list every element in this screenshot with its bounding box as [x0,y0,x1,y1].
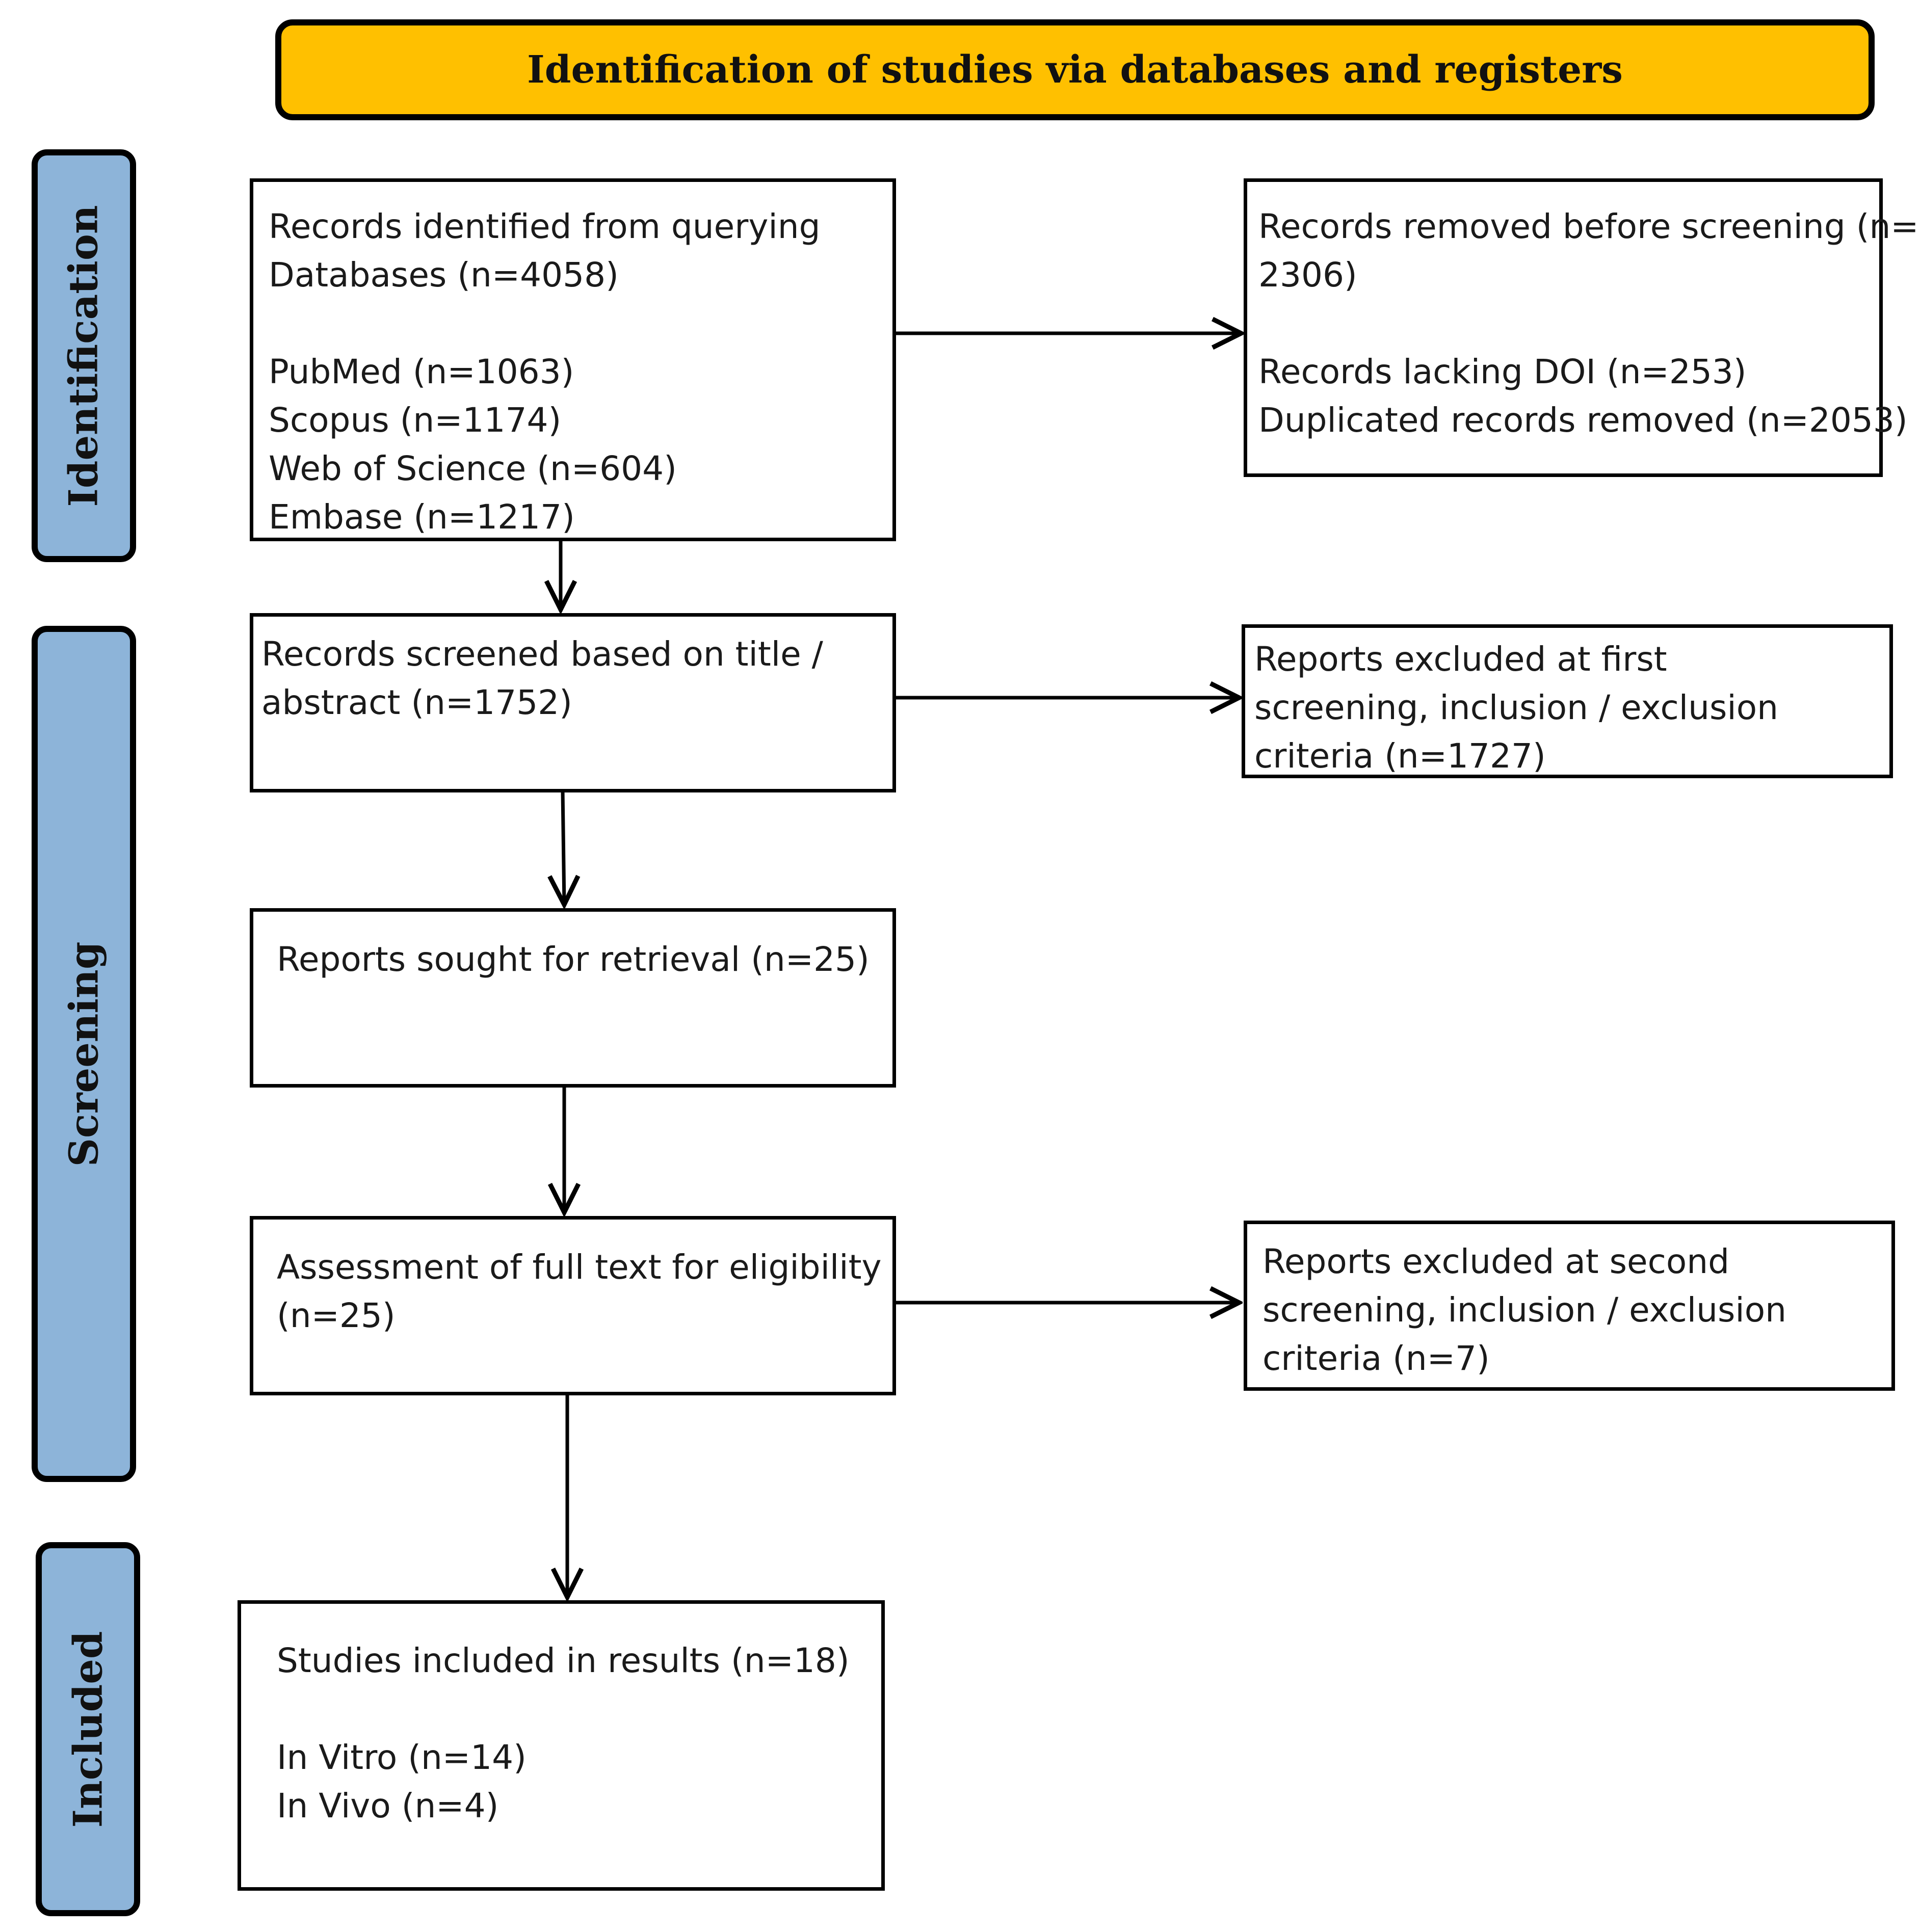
records-screened-line1: Records screened based on title / [261,634,823,674]
records-identified-line1: Records identified from querying [269,207,821,246]
phase-identification-label: Identification [61,204,108,507]
records-identified-line2: Databases (n=4058) [269,255,619,295]
records-removed-line2: 2306) [1258,255,1357,295]
box-full-text-assessment: Assessment of full text for eligibility … [250,1216,896,1395]
excluded-second-line2: screening, inclusion / exclusion [1263,1290,1786,1330]
studies-in-vivo: In Vivo (n=4) [277,1786,499,1825]
studies-included-line1: Studies included in results (n=18) [277,1641,850,1680]
full-text-assessment-line2: (n=25) [277,1296,396,1335]
excluded-first-line3: criteria (n=1727) [1254,736,1546,776]
box-records-screened: Records screened based on title / abstra… [250,613,896,792]
arrow-screened-to-sought [563,790,564,905]
excluded-first-line2: screening, inclusion / exclusion [1254,688,1778,727]
phase-included: Included [36,1542,140,1916]
source-embase: Embase (n=1217) [269,497,575,537]
records-lacking-doi: Records lacking DOI (n=253) [1258,352,1747,391]
box-studies-included: Studies included in results (n=18) In Vi… [238,1600,885,1891]
header-title: Identification of studies via databases … [527,48,1623,92]
records-removed-line1: Records removed before screening (n= [1258,207,1919,246]
duplicated-records-removed: Duplicated records removed (n=2053) [1258,401,1908,440]
phase-included-label: Included [65,1631,112,1828]
box-records-identified: Records identified from querying Databas… [250,178,896,541]
excluded-second-line3: criteria (n=7) [1263,1339,1490,1378]
box-excluded-first: Reports excluded at first screening, inc… [1242,624,1893,778]
sought-retrieval-line1: Reports sought for retrieval (n=25) [277,940,870,979]
excluded-first-line1: Reports excluded at first [1254,640,1667,679]
source-pubmed: PubMed (n=1063) [269,352,574,391]
box-sought-retrieval: Reports sought for retrieval (n=25) [250,908,896,1088]
source-web-of-science: Web of Science (n=604) [269,449,677,488]
excluded-second-line1: Reports excluded at second [1263,1242,1730,1281]
header-banner: Identification of studies via databases … [275,19,1875,120]
studies-in-vitro: In Vitro (n=14) [277,1738,527,1777]
full-text-assessment-line1: Assessment of full text for eligibility [277,1248,882,1287]
phase-identification: Identification [32,149,136,562]
box-excluded-second: Reports excluded at second screening, in… [1244,1221,1895,1391]
phase-screening: Screening [32,626,136,1482]
box-records-removed: Records removed before screening (n= 230… [1244,178,1919,477]
phase-screening-label: Screening [61,941,108,1167]
records-screened-line2: abstract (n=1752) [261,683,572,722]
source-scopus: Scopus (n=1174) [269,401,562,440]
